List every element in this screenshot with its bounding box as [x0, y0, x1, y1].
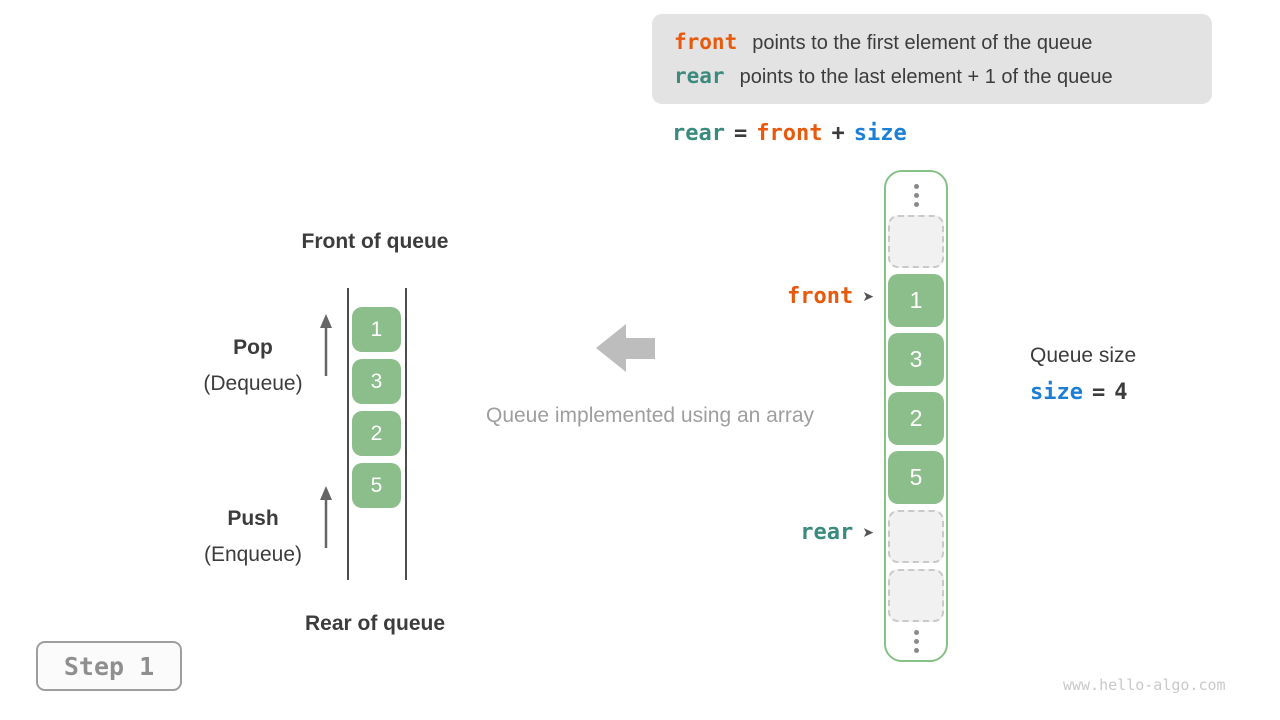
enqueue-label: (Enqueue)	[203, 543, 303, 566]
rear-pointer-label: rear	[800, 519, 854, 545]
front-pointer: front ➤	[700, 282, 874, 310]
left-queue-cells: 1 3 2 5	[352, 307, 401, 508]
rear-pointer: rear ➤	[700, 518, 874, 546]
array-cell: 2	[888, 392, 944, 445]
left-arrow-icon	[596, 324, 655, 372]
rear-of-queue-label: Rear of queue	[304, 612, 446, 635]
front-definition: front points to the first element of the…	[674, 30, 1212, 55]
pop-label: Pop	[233, 336, 273, 359]
rear-keyword: rear	[674, 63, 725, 88]
ellipsis-top-icon	[913, 182, 919, 209]
formula-size: size	[853, 121, 907, 146]
queue-channel-left-line	[347, 288, 349, 580]
queue-cell: 1	[352, 307, 401, 352]
front-of-queue-label: Front of queue	[301, 230, 449, 253]
pop-up-arrow-icon	[320, 314, 332, 376]
pointer-arrow-icon: ➤	[862, 524, 874, 540]
size-value: 4	[1114, 380, 1128, 405]
front-pointer-label: front	[787, 283, 854, 309]
rear-formula: rear = front + size	[672, 121, 907, 146]
step-badge: Step 1	[36, 641, 182, 691]
push-label: Push	[227, 507, 279, 530]
rear-definition-text: points to the last element + 1 of the qu…	[739, 65, 1113, 88]
queue-channel-right-line	[405, 288, 407, 580]
queue-cell: 3	[352, 359, 401, 404]
queue-cell: 2	[352, 411, 401, 456]
front-definition-text: points to the first element of the queue	[752, 31, 1093, 54]
size-equals: =	[1091, 380, 1106, 405]
array-empty-cell-rear	[888, 510, 944, 563]
rear-definition: rear points to the last element + 1 of t…	[674, 64, 1212, 89]
dequeue-label: (Dequeue)	[203, 372, 303, 395]
push-up-arrow-icon	[320, 486, 332, 548]
formula-plus: +	[831, 121, 845, 146]
queue-cell: 5	[352, 463, 401, 508]
array-empty-cell	[888, 215, 944, 268]
watermark: www.hello-algo.com	[1063, 676, 1226, 694]
array-cell: 3	[888, 333, 944, 386]
pointer-arrow-icon: ➤	[862, 288, 874, 304]
array-empty-cell	[888, 569, 944, 622]
array-frame: 1 3 2 5	[884, 170, 948, 662]
pointer-definitions-box: front points to the first element of the…	[652, 14, 1212, 104]
formula-front: front	[756, 121, 823, 146]
array-cell: 5	[888, 451, 944, 504]
diagram-caption: Queue implemented using an array	[485, 404, 815, 427]
ellipsis-bottom-icon	[913, 628, 919, 655]
queue-size-equation: size = 4	[1030, 380, 1127, 405]
formula-equals: =	[733, 121, 748, 146]
front-keyword: front	[674, 29, 738, 54]
formula-rear: rear	[672, 121, 725, 146]
size-keyword: size	[1030, 380, 1083, 405]
queue-size-label: Queue size	[1030, 344, 1137, 367]
array-cell-front: 1	[888, 274, 944, 327]
